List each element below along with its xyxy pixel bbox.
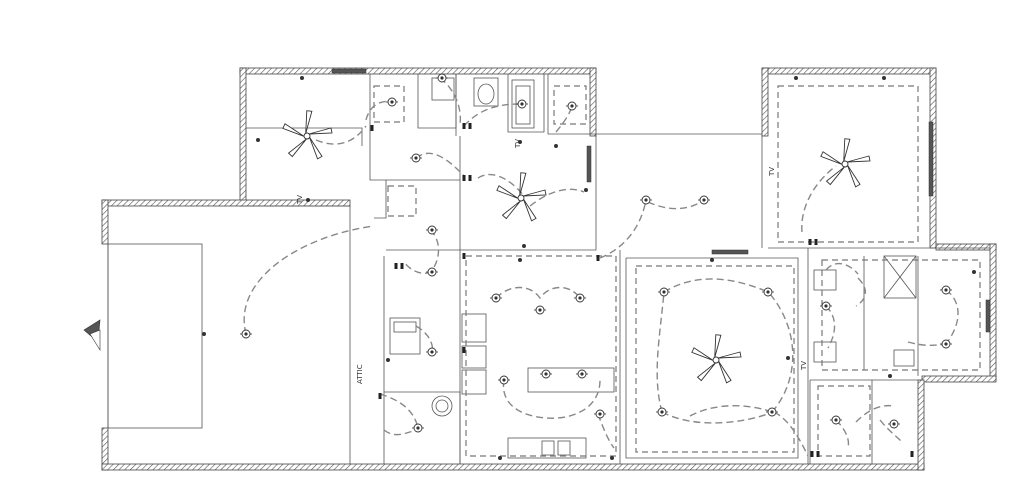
tv-label: TV [800, 361, 808, 371]
switch-icon [468, 123, 472, 129]
plumbing-fixtures [389, 77, 917, 459]
exterior-walls [101, 67, 997, 471]
light-fixture-icon [887, 419, 901, 429]
light-fixture-icon [573, 293, 587, 303]
interior-walls [107, 74, 990, 464]
light-fixture-icon [425, 347, 439, 357]
ceiling-fan-icon [690, 333, 742, 384]
light-fixture-icon [239, 329, 253, 339]
switch-icon [462, 347, 466, 353]
circuit-runs [243, 77, 959, 457]
light-fixture-icon [497, 375, 511, 385]
switch-icon [910, 451, 914, 457]
light-fixture-icon [765, 407, 779, 417]
switch-icon [816, 451, 820, 457]
light-fixture-icon [939, 339, 953, 349]
light-fixture-icon [829, 415, 843, 425]
attic-label: ATTIC [356, 364, 364, 384]
light-fixture-icon [385, 97, 399, 107]
switch-icon [370, 125, 374, 131]
receptacles [202, 76, 976, 460]
light-fixture-icon [425, 225, 439, 235]
switch-icon [596, 255, 600, 261]
windows [331, 68, 991, 333]
light-fixture-icon [761, 287, 775, 297]
ceiling-fan-icon [819, 137, 871, 188]
tv-label: TV [768, 167, 776, 177]
light-fixture-icon [533, 305, 547, 315]
light-fixture-icon [565, 101, 579, 111]
tv-label: TV [296, 195, 304, 205]
light-fixture-icon [435, 73, 449, 83]
light-fixture-icon [515, 99, 529, 109]
light-fixture-icon [593, 409, 607, 419]
switch-icon [462, 175, 466, 181]
light-fixture-icon [411, 423, 425, 433]
dashed-soffits [373, 85, 981, 457]
switch-icon [468, 175, 472, 181]
switch-icon [808, 239, 812, 245]
switch-icon [810, 451, 814, 457]
ceiling-fan-icon [495, 171, 547, 222]
north-arrow-icon [83, 319, 101, 352]
switch-icon [814, 239, 818, 245]
switch-icon [462, 123, 466, 129]
switch-icon [394, 263, 398, 269]
switch-icon [378, 393, 382, 399]
switch-icon [400, 263, 404, 269]
ceiling-fan-icon [281, 109, 333, 160]
tv-label: TV [514, 139, 522, 149]
light-fixture-icon [575, 369, 589, 379]
light-fixture-icon [539, 369, 553, 379]
light-fixture-icon [697, 195, 711, 205]
light-fixture-icon [425, 267, 439, 277]
switch-icon [462, 253, 466, 259]
